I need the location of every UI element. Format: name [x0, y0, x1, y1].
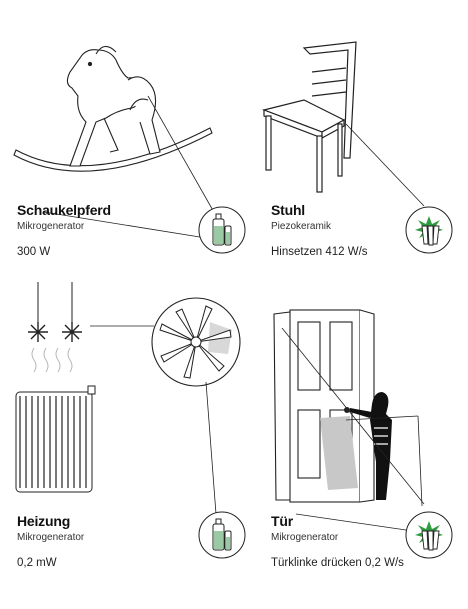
panel-stuhl: Stuhl Piezokeramik Hinsetzen 412 W/s	[271, 202, 368, 258]
panel-subtitle: Mikrogenerator	[17, 221, 85, 232]
panel-schaukelpferd: Schaukelpferd Mikrogenerator 300 W	[17, 202, 111, 258]
door-illustration	[273, 309, 375, 503]
rotor-icon	[62, 322, 82, 342]
panel-value: 0,2 mW	[17, 557, 57, 569]
person-illustration	[350, 392, 392, 500]
leader-lines	[43, 95, 425, 531]
panel-value: Hinsetzen 412 W/s	[271, 246, 368, 258]
green-spark-icon	[405, 206, 453, 254]
panel-subtitle: Piezokeramik	[271, 221, 332, 232]
panel-heizung: Heizung Mikrogenerator 0,2 mW	[17, 513, 84, 569]
panel-value: 300 W	[17, 246, 51, 258]
panel-tuer: Tür Mikrogenerator Türklinke drücken 0,2…	[271, 513, 404, 569]
radiator-illustration	[15, 282, 96, 493]
battery-icon	[198, 511, 246, 559]
panel-subtitle: Mikrogenerator	[17, 532, 85, 543]
rotor-icon	[28, 322, 48, 342]
panel-subtitle: Mikrogenerator	[271, 532, 339, 543]
panel-value: Türklinke drücken 0,2 W/s	[271, 557, 404, 569]
rocking-horse-illustration	[13, 45, 213, 172]
panel-title: Heizung	[17, 513, 71, 529]
green-spark-icon	[405, 511, 453, 559]
panel-title: Stuhl	[271, 202, 305, 218]
battery-icon	[198, 206, 246, 254]
panel-title: Schaukelpferd	[17, 202, 111, 218]
chair-illustration	[261, 41, 357, 193]
panel-title: Tür	[271, 513, 293, 529]
rotor-zoom-circle	[151, 297, 241, 387]
